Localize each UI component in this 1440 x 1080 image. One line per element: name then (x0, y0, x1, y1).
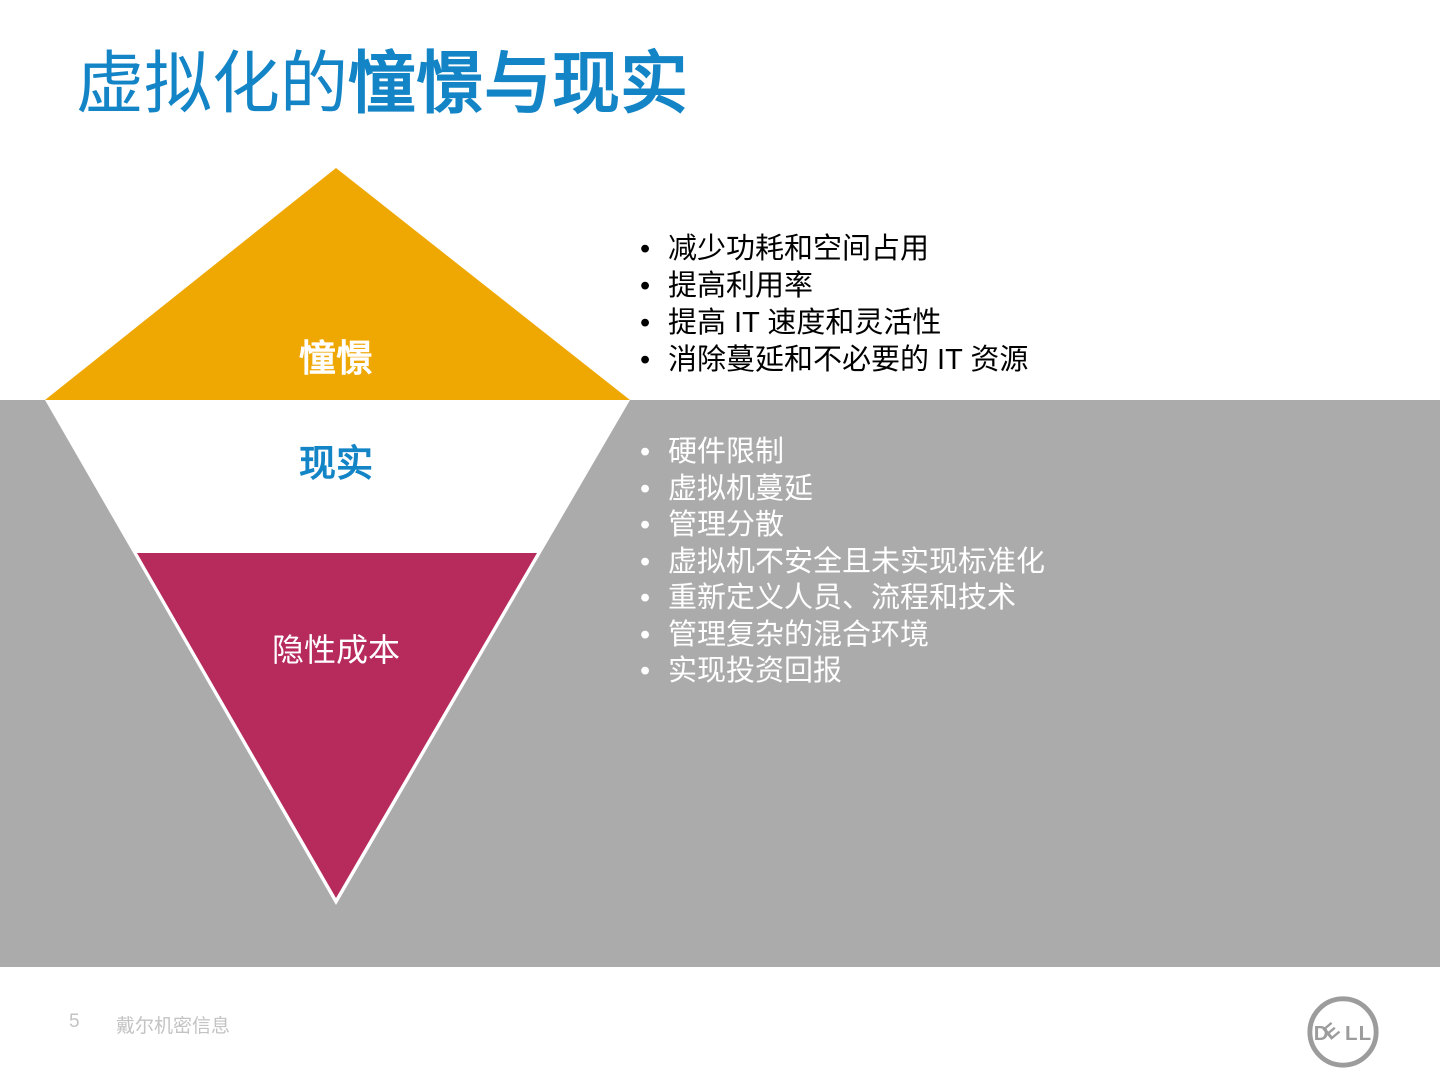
page-title: 虚拟化的憧憬与现实 (76, 46, 689, 122)
hidden-costs-label: 隐性成本 (271, 632, 401, 668)
dell-logo-icon: D E L L (1307, 996, 1379, 1068)
dell-logo-ring (1307, 996, 1379, 1068)
reality-label: 现实 (299, 443, 373, 484)
vision-bullet-list: 减少功耗和空间占用 提高利用率 提高 IT 速度和灵活性 消除蔓延和不必要的 I… (632, 231, 1028, 379)
dell-logo-letter: L (1345, 1022, 1358, 1045)
page-title-bold: 憧憬与现实 (348, 46, 689, 122)
hidden-costs-triangle (137, 553, 537, 898)
vision-bullet-item: 提高利用率 (632, 268, 1028, 305)
reality-bullet-item: 实现投资回报 (632, 653, 1045, 690)
dell-logo-letter: D (1314, 1022, 1329, 1045)
dell-logo-letter: L (1359, 1022, 1372, 1045)
vision-label: 憧憬 (299, 338, 373, 379)
vision-bullet-item: 提高 IT 速度和灵活性 (632, 305, 1028, 342)
vision-triangle (45, 168, 630, 400)
reality-bullet-item: 硬件限制 (632, 434, 1045, 471)
reality-bullet-item: 重新定义人员、流程和技术 (632, 580, 1045, 617)
confidential-label: 戴尔机密信息 (116, 1016, 231, 1037)
page-number: 5 (69, 1011, 80, 1032)
vision-bullet-item: 消除蔓延和不必要的 IT 资源 (632, 342, 1028, 379)
reality-bullet-list: 硬件限制 虚拟机蔓延 管理分散 虚拟机不安全且未实现标准化 重新定义人员、流程和… (632, 434, 1045, 690)
pyramid-diagram (45, 168, 630, 905)
reality-bullet-item: 虚拟机蔓延 (632, 471, 1045, 508)
vision-bullet-item: 减少功耗和空间占用 (632, 231, 1028, 268)
reality-bullet-item: 管理复杂的混合环境 (632, 617, 1045, 654)
reality-bullet-item: 管理分散 (632, 507, 1045, 544)
page-title-regular: 虚拟化的 (76, 46, 349, 122)
reality-bullet-item: 虚拟机不安全且未实现标准化 (632, 544, 1045, 581)
